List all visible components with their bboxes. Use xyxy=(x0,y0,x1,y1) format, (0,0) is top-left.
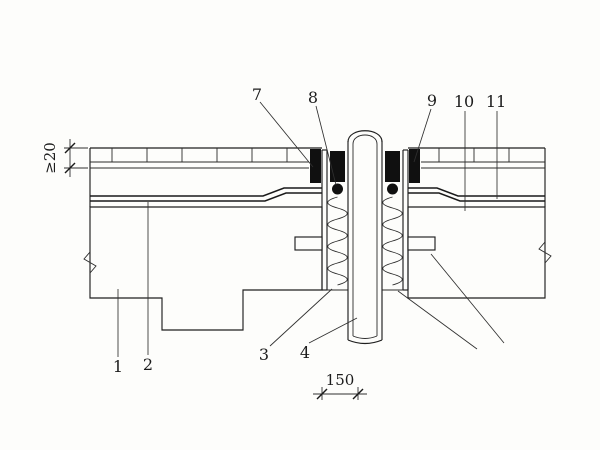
callout-3: 3 xyxy=(259,345,269,364)
break-mark-right-icon xyxy=(538,241,552,264)
sealant-bar-right-inner xyxy=(385,151,400,182)
backer-rod-left xyxy=(332,183,343,195)
sealant xyxy=(310,149,420,195)
callout-8: 8 xyxy=(308,88,318,107)
sealant-bar-left-inner xyxy=(330,151,345,182)
dimension-opening-width: 150 xyxy=(313,371,367,400)
concrete-slab-left xyxy=(89,206,323,331)
callout-9: 9 xyxy=(427,91,437,110)
pipe-top-dome xyxy=(347,130,383,143)
sealant-bar-right-outer xyxy=(409,149,420,183)
leader-3 xyxy=(269,288,333,347)
callout-4: 4 xyxy=(300,343,310,362)
break-mark-left-icon xyxy=(83,251,97,274)
water-stop-flanges xyxy=(294,236,436,251)
dimension-finish-thickness: ≥20 xyxy=(41,139,88,177)
concrete-slab-right xyxy=(407,206,546,299)
membrane-left-upper xyxy=(90,187,322,197)
callout-10: 10 xyxy=(454,92,474,111)
membrane-right-lower xyxy=(408,192,545,202)
pipe-sleeve xyxy=(321,149,409,291)
slab-right-outline xyxy=(407,206,546,299)
dimension-text-bottom: 150 xyxy=(326,371,355,389)
pipe-bottom-arc-inner xyxy=(352,335,378,339)
leader-right-lower-b xyxy=(430,253,505,344)
dimension-tick-icon xyxy=(352,388,364,400)
flexible-filler xyxy=(327,196,403,286)
filler-coil-right xyxy=(382,196,403,286)
filler-coil-left xyxy=(327,196,348,286)
leader-7 xyxy=(259,101,314,168)
pipe-top-dome-inner xyxy=(352,134,378,145)
backer-rod-right xyxy=(387,183,398,195)
callout-2: 2 xyxy=(143,355,153,374)
section-edges xyxy=(83,148,552,274)
slab-left-outline xyxy=(89,206,323,331)
callout-1: 1 xyxy=(113,357,123,376)
leader-right-lower-a xyxy=(397,290,478,350)
dimension-tick-icon xyxy=(64,142,76,154)
leader-lines xyxy=(117,101,505,357)
leader-8 xyxy=(315,105,337,186)
callout-7: 7 xyxy=(252,85,262,104)
dimension-tick-icon xyxy=(64,162,76,174)
leader-9 xyxy=(413,108,432,163)
membrane-left-lower xyxy=(90,192,322,202)
membrane-right-upper xyxy=(408,187,545,197)
flange-left xyxy=(294,236,323,251)
floor-finish-right xyxy=(408,147,545,169)
pipe xyxy=(347,130,383,345)
callouts: 7 8 9 10 11 1 2 3 4 xyxy=(113,85,506,376)
pipe-bottom-arc xyxy=(347,339,383,345)
callout-11: 11 xyxy=(486,92,506,111)
waterproof-membrane xyxy=(90,187,545,202)
floor-finish-left xyxy=(90,147,322,169)
sealant-bar-left-outer xyxy=(310,149,321,183)
leader-4 xyxy=(308,317,358,344)
flange-right xyxy=(407,236,436,251)
dimension-text-left: ≥20 xyxy=(41,142,59,174)
dimension-tick-icon xyxy=(316,388,328,400)
